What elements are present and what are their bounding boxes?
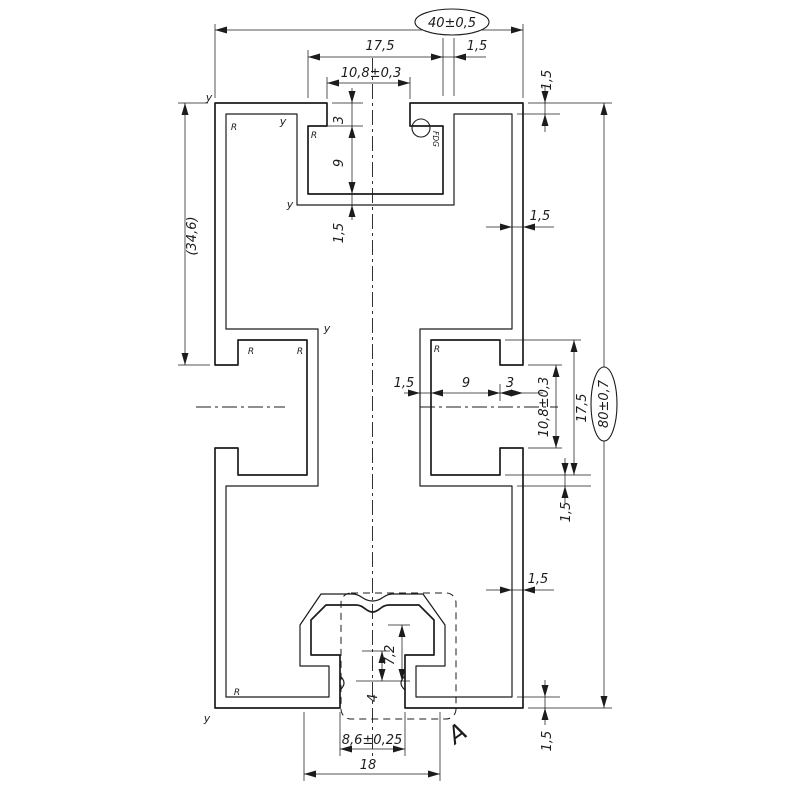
- radius-mark: R: [234, 688, 240, 698]
- radius-mark: R: [297, 347, 303, 357]
- surface-mark: y: [323, 322, 331, 335]
- dim-top-slot-opening: 10,8±0,3: [341, 66, 402, 81]
- centerlines: [196, 58, 558, 758]
- surface-mark: y: [279, 115, 287, 128]
- dim-overall-height: 80±0,7: [597, 379, 612, 428]
- dim-right-wall-lower: 1,5: [528, 572, 549, 587]
- dim-top-cavity-depth: 9: [332, 159, 347, 167]
- labels: 40±0,5 17,5 1,5 10,8±0,3 3 9 1,5 (34,6) …: [185, 16, 612, 773]
- fdg-note: FDG: [431, 131, 440, 147]
- dim-top-slot-cavity: 17,5: [366, 39, 395, 54]
- radius-mark: R: [248, 347, 254, 357]
- dim-side-cavity-depth: 9: [462, 376, 470, 391]
- dim-overall-width: 40±0,5: [428, 16, 476, 31]
- fdg-circle: [411, 118, 431, 138]
- radius-mark: R: [231, 123, 237, 133]
- dim-right-wall-upper: 1,5: [530, 209, 551, 224]
- dim-side-lip-depth: 3: [506, 376, 514, 391]
- detail-a-label: A: [441, 717, 472, 751]
- dim-bottom-slot-opening: 8,6±0,25: [342, 733, 403, 748]
- inner-cavity-outline: [225, 113, 513, 698]
- callout-frames: [411, 8, 618, 442]
- dim-bottom-wall: 1,5: [540, 731, 555, 752]
- surface-mark: y: [203, 712, 211, 725]
- dim-side-slot-cavity: 17,5: [575, 394, 590, 423]
- dim-bottom-channel-width: 18: [360, 758, 377, 773]
- dim-side-slot-opening: 10,8±0,3: [537, 377, 552, 438]
- profile-outline: [214, 102, 524, 709]
- dim-bottom-slot-depth: 4: [366, 694, 381, 702]
- dim-right-top-wall: 1,5: [540, 70, 555, 91]
- height-callout-ellipse: [590, 366, 618, 442]
- dim-top-wall: 1,5: [467, 39, 488, 54]
- dim-top-lip-depth: 3: [332, 116, 347, 124]
- width-callout-ellipse: [414, 8, 490, 36]
- radius-mark: R: [434, 345, 440, 355]
- surface-mark: y: [286, 198, 294, 211]
- profile-outer-path: [214, 102, 524, 709]
- surface-mark: y: [205, 91, 213, 104]
- dim-bottom-pocket-depth: 7,2: [383, 645, 398, 666]
- dim-top-slot-bottom-wall: 1,5: [332, 223, 347, 244]
- dim-side-cavity-bottom-wall: 1,5: [559, 502, 574, 523]
- dim-side-pocket-wall: 1,5: [394, 376, 415, 391]
- dim-left-face-height: (34,6): [185, 216, 200, 255]
- detail-boundary: [340, 592, 457, 720]
- profile-inner-path: [225, 113, 513, 698]
- radius-mark: R: [311, 131, 317, 141]
